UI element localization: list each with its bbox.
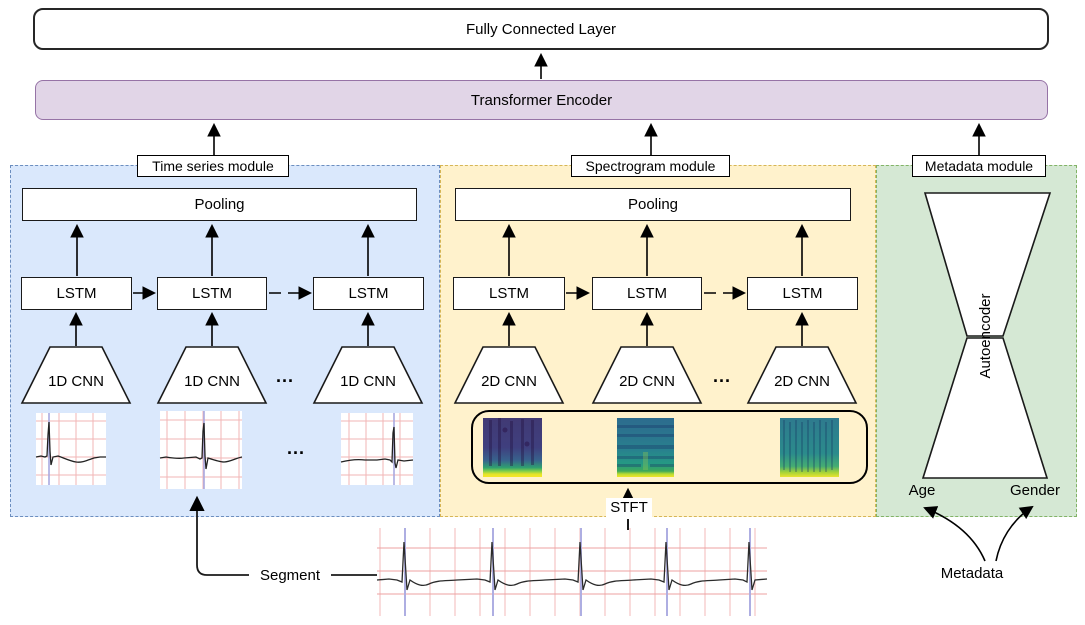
transformer-encoder-box: Transformer Encoder [35,80,1048,120]
sp-lstm1-box: LSTM [453,277,565,310]
ts-cnn2-label: 1D CNN [177,371,247,391]
autoencoder-label: Autoencoder [975,266,995,406]
sp-cnn1-label: 2D CNN [474,371,544,391]
ts-lstm2-label: LSTM [191,285,232,302]
gender-label: Gender [1000,481,1070,499]
sp-cnn2-label: 2D CNN [612,371,682,391]
ts-cnn-ellipsis-text: ... [275,365,294,386]
transformer-encoder-label: Transformer Encoder [470,91,613,109]
sp-lstm2-label: LSTM [626,285,667,302]
age-text: Age [908,481,936,499]
sp-lstm3-box: LSTM [747,277,858,310]
fully-connected-layer-box: Fully Connected Layer [33,8,1049,50]
sp-pooling-label: Pooling [627,196,679,213]
ts-pooling-box: Pooling [22,188,417,221]
ts-lstm1-box: LSTM [21,277,132,310]
spectrogram-module-tag-label: Spectrogram module [585,158,716,174]
segment-label: Segment [249,566,331,584]
ts-img-ellipsis-text: ... [286,437,305,458]
ts-img-ellipsis: ... [281,438,311,458]
ts-lstm3-label: LSTM [348,285,389,302]
ts-cnn-ellipsis: ... [270,366,300,386]
ts-cnn1-label: 1D CNN [41,371,111,391]
fully-connected-layer-label: Fully Connected Layer [465,20,617,38]
gender-text: Gender [1009,481,1061,499]
sp-lstm3-label: LSTM [782,285,823,302]
age-label: Age [895,481,949,499]
ts-lstm2-box: LSTM [157,277,267,310]
ts-cnn3-text: 1D CNN [340,372,396,390]
ts-pooling-label: Pooling [194,196,245,213]
sp-pooling-box: Pooling [455,188,851,221]
sp-lstm1-label: LSTM [488,285,529,302]
sp-lstm2-box: LSTM [592,277,702,310]
metadata-label: Metadata [933,564,1011,582]
time-series-module-tag: Time series module [137,155,289,177]
spectrogram-module-tag: Spectrogram module [571,155,730,177]
sp-cnn-ellipsis-text: ... [712,365,731,386]
time-series-module-tag-label: Time series module [152,158,274,174]
ts-cnn3-label: 1D CNN [333,371,403,391]
metadata-module-tag-label: Metadata module [924,158,1034,174]
autoencoder-text: Autoencoder [976,293,994,379]
sp-cnn1-text: 2D CNN [481,372,537,390]
ts-lstm1-label: LSTM [56,285,97,302]
stft-label: STFT [606,498,652,517]
stft-text: STFT [610,499,648,516]
ts-cnn1-text: 1D CNN [48,372,104,390]
ts-cnn2-text: 1D CNN [184,372,240,390]
sp-cnn2-text: 2D CNN [619,372,675,390]
ts-lstm3-box: LSTM [313,277,424,310]
metadata-module-tag: Metadata module [912,155,1046,177]
metadata-text: Metadata [940,564,1004,582]
segment-text: Segment [259,566,321,584]
ecg-strip-image [376,528,768,616]
sp-cnn3-label: 2D CNN [767,371,837,391]
sp-cnn3-text: 2D CNN [774,372,830,390]
sp-cnn-ellipsis: ... [707,366,737,386]
